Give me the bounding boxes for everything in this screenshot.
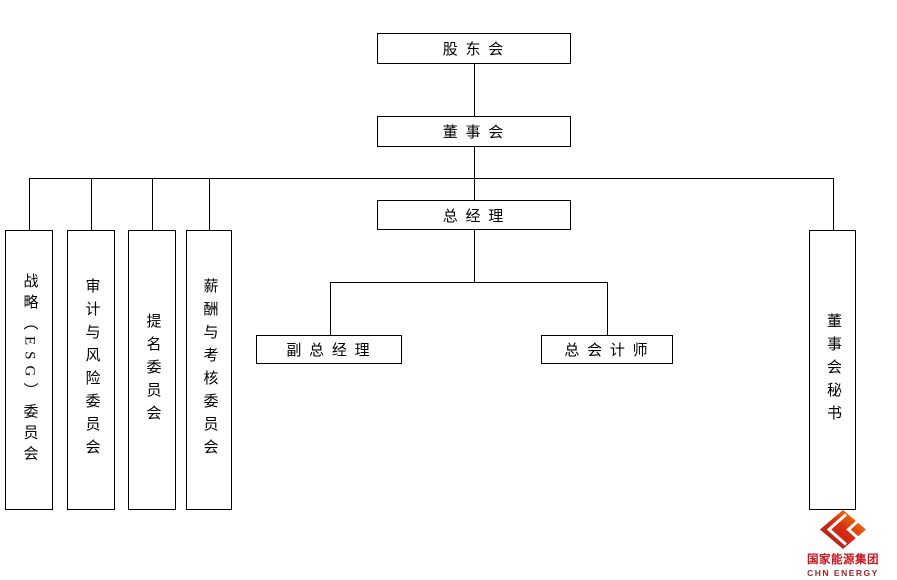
node-board-secretary-label: 董事会秘书 xyxy=(825,312,841,428)
connector-drop-chief-accountant xyxy=(607,282,608,335)
connector-drop-deputy-gm xyxy=(330,282,331,335)
connector-drop-remuneration-committee xyxy=(209,178,210,230)
node-audit-risk-committee-label: 审计与风险委员会 xyxy=(83,278,100,462)
company-name-en: CHN ENERGY xyxy=(807,568,879,578)
node-board-of-directors: 董 事 会 xyxy=(377,116,571,147)
connector-gm-branch-line xyxy=(330,282,608,283)
node-shareholders-meeting: 股 东 会 xyxy=(377,33,571,64)
connector-gm-down xyxy=(474,230,475,282)
node-nomination-committee: 提名委员会 xyxy=(128,230,176,510)
connector-board-branch-line xyxy=(29,178,834,179)
chn-energy-diamond-icon xyxy=(820,510,866,549)
node-board-label: 董 事 会 xyxy=(442,125,506,141)
node-remuneration-assessment-committee-label: 薪酬与考核委员会 xyxy=(201,278,218,462)
connector-board-gm xyxy=(474,147,475,201)
company-name-cn: 国家能源集团 xyxy=(807,554,879,566)
connector-drop-audit-committee xyxy=(91,178,92,230)
node-strategy-esg-committee-label: 战略（ESG）委员会 xyxy=(21,273,38,467)
chn-energy-logo: 国家能源集团 CHN ENERGY xyxy=(801,510,885,578)
connector-shareholders-board xyxy=(474,63,475,117)
node-remuneration-assessment-committee: 薪酬与考核委员会 xyxy=(186,230,232,510)
connector-drop-board-secretary xyxy=(833,178,834,230)
node-board-secretary: 董事会秘书 xyxy=(809,230,856,510)
connector-drop-strategy-committee xyxy=(29,178,30,230)
node-gm-label: 总 经 理 xyxy=(442,208,506,225)
node-nomination-committee-label: 提名委员会 xyxy=(144,312,161,428)
connector-drop-nomination-committee xyxy=(152,178,153,230)
node-chief-accountant-label: 总 会 计 师 xyxy=(564,343,650,359)
node-strategy-esg-committee: 战略（ESG）委员会 xyxy=(5,230,53,510)
node-deputy-general-manager: 副 总 经 理 xyxy=(256,335,402,364)
node-deputy-gm-label: 副 总 经 理 xyxy=(286,343,372,359)
node-shareholders-label: 股 东 会 xyxy=(442,42,506,58)
node-general-manager: 总 经 理 xyxy=(377,200,571,230)
node-audit-risk-committee: 审计与风险委员会 xyxy=(67,230,115,510)
node-chief-accountant: 总 会 计 师 xyxy=(541,335,673,364)
